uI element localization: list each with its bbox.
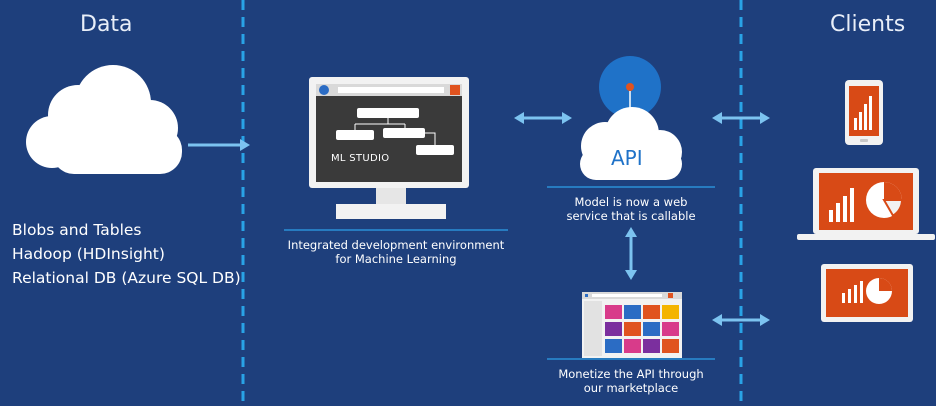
arrow-data-to-studio [188,139,250,151]
studio-caption: Integrated development environment for M… [276,238,516,266]
data-heading: Data [80,12,133,37]
source-hadoop: Hadoop (HDInsight) [12,245,165,263]
studio-caption-line2: for Machine Learning [335,252,457,266]
source-blobs-tables: Blobs and Tables [12,221,142,239]
marketplace-caption-line2: our marketplace [583,381,679,395]
arrow-api-clients [712,112,770,124]
marketplace-icon [582,292,682,358]
clients-heading: Clients [830,12,906,37]
arrow-marketplace-clients [712,314,770,326]
api-caption-line1: Model is now a web [574,195,688,209]
api-label: API [611,146,643,170]
arrow-api-marketplace [625,227,637,280]
marketplace-caption-line1: Monetize the API through [558,367,704,381]
studio-caption-line1: Integrated development environment [287,238,505,252]
monitor-icon [309,77,469,219]
arrow-studio-api [514,112,572,124]
tablet-icon [845,80,883,145]
cloud-icon [26,65,182,174]
api-cloud-icon [580,56,682,180]
data-sources-list: Blobs and Tables Hadoop (HDInsight) Rela… [12,218,241,290]
api-caption-line2: service that is callable [566,209,696,223]
marketplace-caption: Monetize the API through our marketplace [547,367,715,395]
ml-studio-label: ML STUDIO [331,153,390,164]
monitor-small-icon [821,264,913,322]
source-relational-db: Relational DB (Azure SQL DB) [12,269,241,287]
laptop-icon [797,168,935,240]
api-caption: Model is now a web service that is calla… [547,195,715,223]
